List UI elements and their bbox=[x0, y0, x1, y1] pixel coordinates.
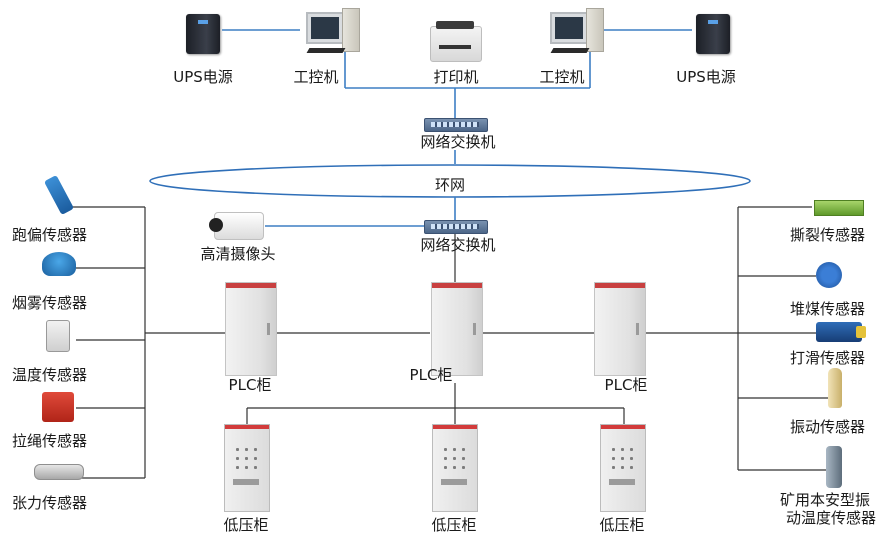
coal-pile-sensor-icon bbox=[816, 262, 842, 288]
low-voltage-cabinet-icon bbox=[224, 424, 270, 512]
pull-cord-sensor-icon bbox=[42, 392, 74, 422]
slip-sensor-icon bbox=[816, 322, 866, 342]
industrial-pc-icon bbox=[546, 8, 606, 56]
ups-icon bbox=[186, 14, 220, 54]
low-voltage-cabinet-icon bbox=[432, 424, 478, 512]
right-sensor-label-2: 堆煤传感器 bbox=[790, 300, 866, 318]
lv-label-3: 低压柜 bbox=[599, 516, 645, 534]
left-sensor-label-4: 拉绳传感器 bbox=[12, 432, 88, 450]
printer-icon bbox=[430, 21, 482, 62]
right-sensor-label-1: 撕裂传感器 bbox=[790, 226, 866, 244]
plc-cabinet-icon bbox=[225, 282, 277, 376]
vibration-sensor-icon bbox=[828, 368, 842, 408]
pc-left-label: 工控机 bbox=[293, 68, 339, 86]
network-switch-icon bbox=[424, 118, 488, 132]
left-sensor-label-2: 烟雾传感器 bbox=[12, 294, 88, 312]
right-sensor-label-5a: 矿用本安型振 bbox=[780, 491, 871, 509]
mine-vibration-temp-sensor-icon bbox=[826, 446, 842, 488]
lv-label-1: 低压柜 bbox=[223, 516, 269, 534]
ring-label: 环网 bbox=[434, 176, 465, 194]
left-sensor-label-1: 跑偏传感器 bbox=[12, 226, 88, 244]
right-sensor-label-3: 打滑传感器 bbox=[790, 349, 866, 367]
right-sensor-label-4: 振动传感器 bbox=[790, 418, 866, 436]
plc-left-label: PLC柜 bbox=[228, 376, 272, 394]
industrial-pc-icon bbox=[302, 8, 362, 56]
plc-center-label: PLC柜 bbox=[409, 366, 453, 384]
left-sensor-label-5: 张力传感器 bbox=[12, 494, 88, 512]
low-voltage-cabinet-icon bbox=[600, 424, 646, 512]
plc-right-label: PLC柜 bbox=[604, 376, 648, 394]
ring-network bbox=[149, 164, 751, 198]
plc-cabinet-icon bbox=[431, 282, 483, 376]
switch-top-label: 网络交换机 bbox=[420, 133, 496, 151]
ups-left-label: UPS电源 bbox=[173, 68, 233, 86]
right-sensor-label-5b: 动温度传感器 bbox=[786, 509, 877, 527]
printer-label: 打印机 bbox=[433, 68, 479, 86]
pc-right-label: 工控机 bbox=[539, 68, 585, 86]
switch-mid-label: 网络交换机 bbox=[420, 236, 496, 254]
tension-sensor-icon bbox=[34, 464, 84, 480]
camera-icon bbox=[209, 212, 264, 240]
ups-right-label: UPS电源 bbox=[676, 68, 736, 86]
plc-cabinet-icon bbox=[594, 282, 646, 376]
left-sensor-label-3: 温度传感器 bbox=[12, 366, 88, 384]
ups-icon bbox=[696, 14, 730, 54]
temperature-sensor-icon bbox=[46, 320, 70, 352]
camera-label: 高清摄像头 bbox=[200, 245, 276, 263]
network-switch-icon bbox=[424, 220, 488, 234]
tear-sensor-icon bbox=[814, 200, 864, 216]
lv-label-2: 低压柜 bbox=[431, 516, 477, 534]
smoke-sensor-icon bbox=[42, 252, 76, 276]
